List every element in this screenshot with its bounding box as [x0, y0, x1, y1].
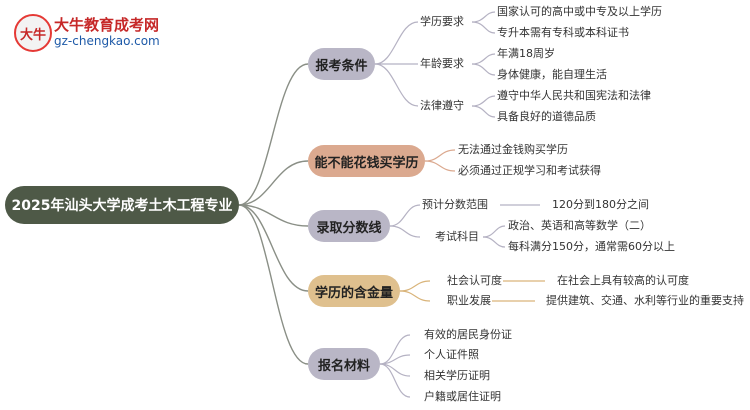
logo-title: 大牛教育成考网	[54, 16, 160, 34]
logo-mark-icon: 大牛	[14, 14, 52, 52]
leaf-text: 身体健康，能自理生活	[497, 68, 607, 81]
branch-degree-value: 学历的含金量	[308, 275, 400, 307]
leaf-text: 户籍或居住证明	[424, 390, 501, 403]
branch-apply-conditions: 报考条件	[308, 48, 375, 80]
leaf-text: 每科满分150分，通常需60分以上	[508, 240, 675, 253]
branch-application-materials: 报名材料	[308, 348, 380, 380]
leaf-text: 政治、英语和高等数学（二）	[508, 219, 651, 232]
group-exam-subjects: 考试科目	[435, 230, 479, 243]
leaf-text: 年满18周岁	[497, 47, 555, 60]
leaf-text: 相关学历证明	[424, 369, 490, 382]
leaf-text: 国家认可的高中或中专及以上学历	[497, 5, 662, 18]
group-score-range: 预计分数范围	[422, 198, 488, 211]
leaf-text: 无法通过金钱购买学历	[458, 143, 568, 156]
group-education-requirement: 学历要求	[420, 15, 464, 28]
group-age-requirement: 年龄要求	[420, 57, 464, 70]
leaf-text: 遵守中华人民共和国宪法和法律	[497, 89, 651, 102]
branch-admission-score: 录取分数线	[308, 210, 390, 242]
leaf-text: 提供建筑、交通、水利等行业的重要支持	[546, 294, 744, 307]
leaf-text: 有效的居民身份证	[424, 328, 512, 341]
group-law-compliance: 法律遵守	[420, 99, 464, 112]
site-logo[interactable]: 大牛 大牛教育成考网 gz-chengkao.com	[8, 12, 168, 58]
leaf-text: 专升本需有专科或本科证书	[497, 26, 629, 39]
leaf-text: 个人证件照	[424, 348, 479, 361]
branch-buy-degree: 能不能花钱买学历	[308, 145, 425, 177]
leaf-text: 120分到180分之间	[552, 198, 649, 211]
group-career-development: 职业发展	[447, 294, 491, 307]
leaf-text: 具备良好的道德品质	[497, 110, 596, 123]
leaf-text: 在社会上具有较高的认可度	[557, 274, 689, 287]
root-node: 2025年汕头大学成考土木工程专业	[5, 186, 239, 224]
leaf-text: 必须通过正规学习和考试获得	[458, 164, 601, 177]
logo-url: gz-chengkao.com	[54, 34, 160, 48]
group-social-recognition: 社会认可度	[447, 274, 502, 287]
